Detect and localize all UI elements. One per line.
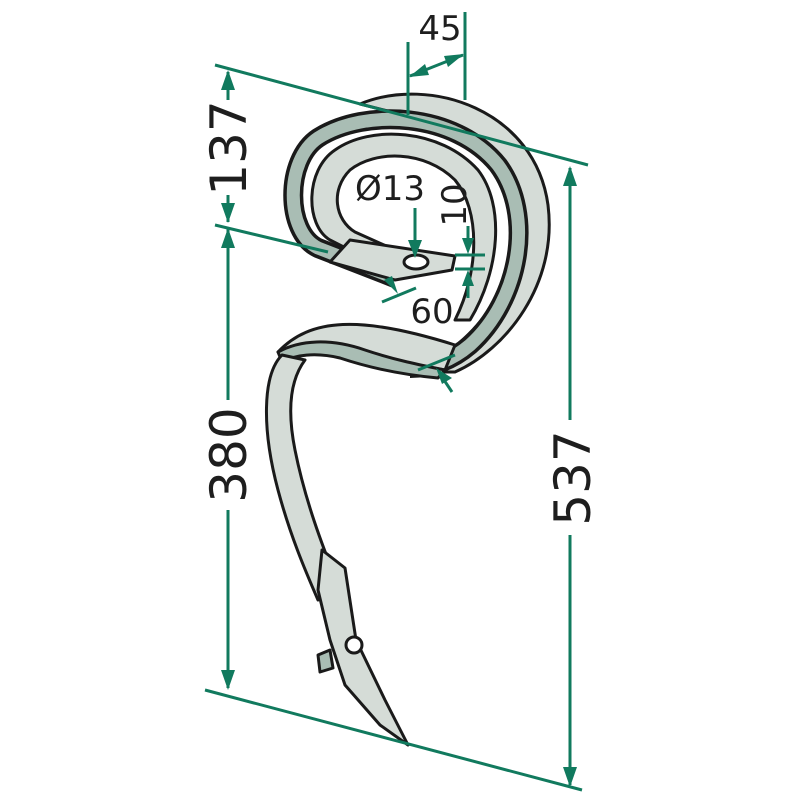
dimension-lines [204, 12, 589, 792]
arrow-icon [409, 64, 429, 77]
arrow-icon [221, 203, 235, 223]
arrow-icon [384, 276, 398, 294]
label-137: 137 [200, 100, 258, 195]
label-537: 537 [544, 430, 602, 525]
arrow-icon [221, 228, 235, 248]
arrow-icon [563, 166, 577, 186]
arrow-icon [462, 238, 474, 254]
arrow-icon [221, 70, 235, 90]
arrow-icon [436, 368, 452, 384]
bolt [316, 648, 335, 674]
label-60: 60 [410, 292, 453, 332]
extension-line-bottom [204, 688, 583, 792]
label-380: 380 [200, 407, 258, 502]
dim-60-line [381, 286, 417, 304]
mounting-hole [402, 253, 430, 271]
arrow-icon [444, 54, 464, 67]
point-bolt-hole [344, 635, 364, 655]
arrow-icon [462, 270, 474, 286]
label-hole-diameter: Ø13 [355, 169, 425, 209]
coil-inner-face [310, 132, 498, 322]
arrow-icon [563, 767, 577, 787]
coil-front-band-face [286, 112, 526, 375]
arrow-icon [408, 240, 422, 258]
extension-line-coil-base [214, 223, 329, 254]
label-45: 45 [418, 9, 461, 49]
mounting-lug [328, 238, 457, 282]
dimension-labels: 45 137 380 537 Ø13 10 60 [200, 9, 602, 526]
dim-thickness-ext [417, 353, 456, 372]
spring-tine [264, 92, 551, 747]
shank [264, 353, 340, 602]
extension-line-top [214, 63, 589, 167]
reversible-point [316, 548, 410, 747]
label-thickness: 10 [435, 183, 475, 226]
arrow-icon [221, 670, 235, 690]
